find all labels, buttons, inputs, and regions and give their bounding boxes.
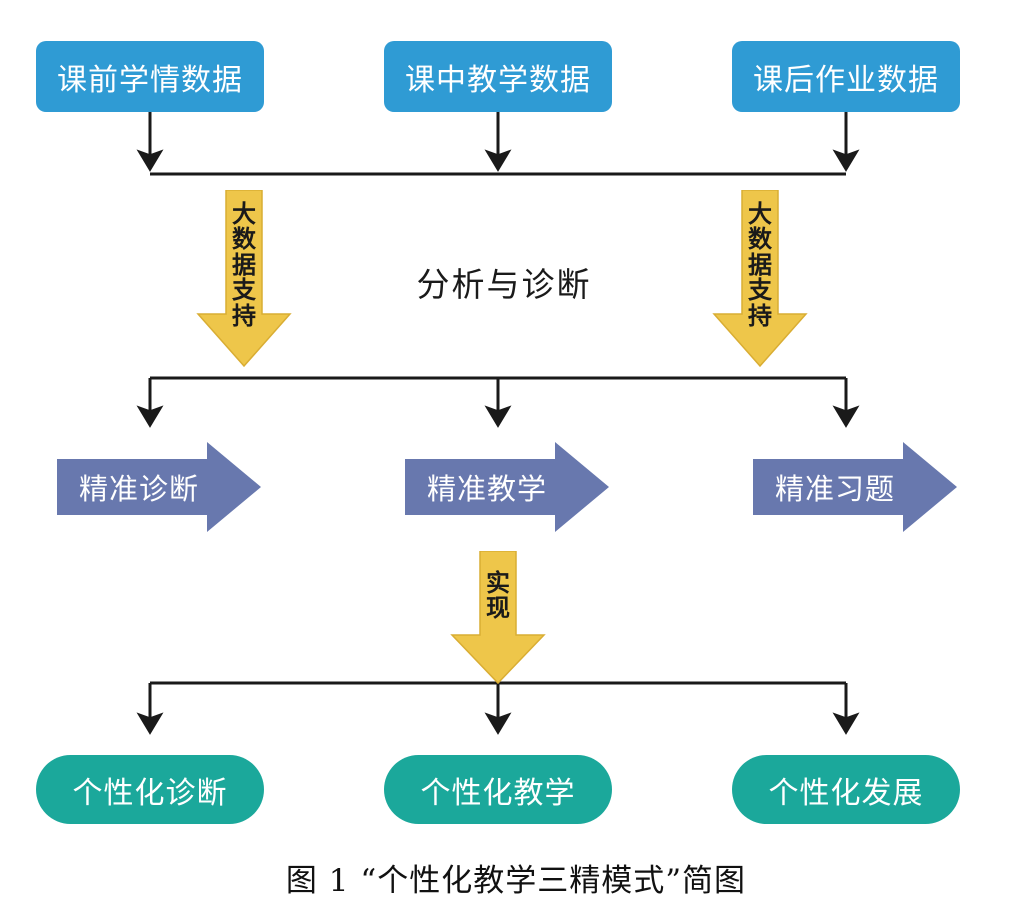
- precision-arrow-1-text: 精准诊断: [79, 472, 200, 506]
- outcome-pill-1[interactable]: 个性化诊断: [36, 755, 264, 824]
- outcome-pill-3[interactable]: 个性化发展: [732, 755, 960, 824]
- vchar: 持: [748, 301, 772, 330]
- outcome-pill-3-label: 个性化发展: [768, 775, 924, 811]
- outcome-pill-1-label: 个性化诊断: [72, 775, 228, 811]
- support-arrow-left-label: 大 数 据 支 持: [196, 200, 292, 330]
- right-arrow-shape: [405, 442, 609, 532]
- source-box-1-label: 课前学情数据: [57, 62, 243, 98]
- vchar: 数: [748, 225, 772, 254]
- figure-caption: 图 1 “个性化教学三精模式”简图: [0, 855, 1032, 900]
- source-box-2-label: 课中教学数据: [405, 62, 591, 98]
- precision-arrow-3[interactable]: 精准习题: [753, 441, 958, 533]
- vchar: 支: [748, 276, 772, 305]
- vchar: 据: [748, 250, 772, 279]
- precision-arrow-3-label: 精准习题: [775, 441, 895, 533]
- outcome-pill-2[interactable]: 个性化教学: [384, 755, 612, 824]
- precision-arrow-3-text: 精准习题: [775, 472, 896, 506]
- vchar: 大: [748, 200, 772, 228]
- analysis-label: 分析与诊断: [330, 258, 678, 306]
- analysis-label-text: 分析与诊断: [416, 265, 592, 304]
- figure-caption-text: 图 1 “个性化教学三精模式”简图: [285, 863, 747, 899]
- precision-arrow-1-label: 精准诊断: [79, 441, 199, 533]
- down-arrow-shape: [196, 190, 292, 368]
- source-box-3-label: 课后作业数据: [753, 62, 939, 98]
- support-arrow-right-label: 大 数 据 支 持: [712, 200, 808, 330]
- right-arrow-shape: [753, 442, 957, 532]
- vchar: 数: [232, 225, 256, 254]
- precision-arrow-2-text: 精准教学: [427, 472, 548, 506]
- source-box-3[interactable]: 课后作业数据: [732, 41, 960, 112]
- vchar: 现: [486, 594, 510, 623]
- down-arrow-shape: [450, 551, 546, 685]
- source-box-1[interactable]: 课前学情数据: [36, 41, 264, 112]
- vchar: 实: [486, 569, 510, 597]
- outcome-pill-2-label: 个性化教学: [420, 775, 576, 811]
- support-arrow-right[interactable]: 大 数 据 支 持: [712, 190, 808, 368]
- vchar: 支: [232, 276, 256, 305]
- realize-arrow-label: 实 现: [450, 569, 546, 623]
- right-arrow-shape: [57, 442, 261, 532]
- precision-arrow-2[interactable]: 精准教学: [405, 441, 610, 533]
- realize-arrow[interactable]: 实 现: [450, 551, 546, 685]
- vchar: 据: [232, 250, 256, 279]
- vchar: 持: [232, 301, 256, 330]
- support-arrow-left[interactable]: 大 数 据 支 持: [196, 190, 292, 368]
- down-arrow-shape: [712, 190, 808, 368]
- source-box-2[interactable]: 课中教学数据: [384, 41, 612, 112]
- precision-arrow-1[interactable]: 精准诊断: [57, 441, 262, 533]
- vchar: 大: [232, 200, 256, 228]
- precision-arrow-2-label: 精准教学: [427, 441, 547, 533]
